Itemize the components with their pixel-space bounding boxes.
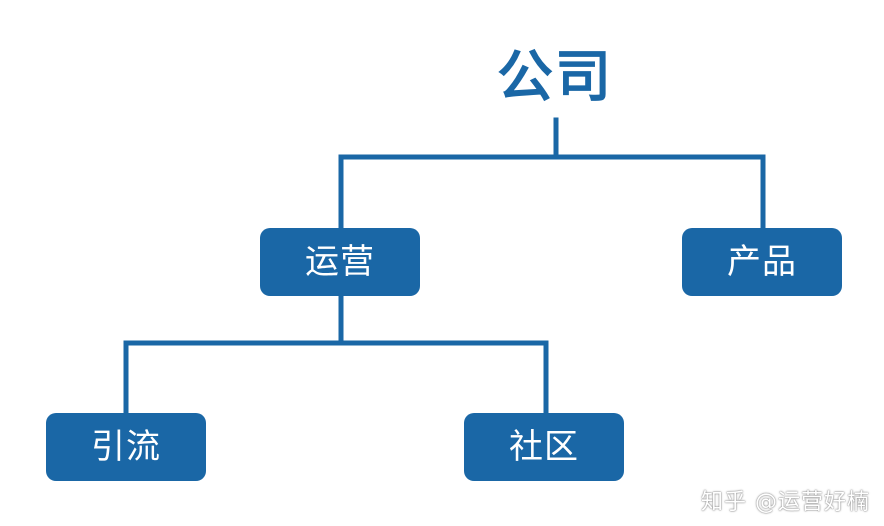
node-traffic: 引流 bbox=[46, 413, 206, 481]
node-product: 产品 bbox=[682, 228, 842, 296]
node-traffic-label: 引流 bbox=[91, 427, 161, 467]
node-operations-label: 运营 bbox=[305, 242, 375, 282]
watermark: 知乎 @运营好楠 bbox=[701, 490, 870, 515]
node-operations: 运营 bbox=[260, 228, 420, 296]
node-product-label: 产品 bbox=[727, 242, 797, 282]
node-community-label: 社区 bbox=[509, 427, 579, 467]
root-node-company: 公司 bbox=[497, 45, 613, 110]
node-community: 社区 bbox=[464, 413, 624, 481]
